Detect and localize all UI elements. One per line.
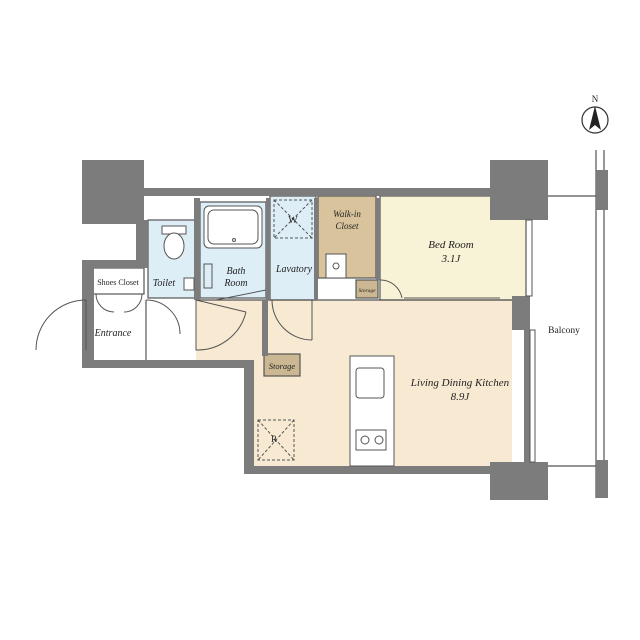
walls xyxy=(82,160,548,500)
label-bath-2: Room xyxy=(223,278,247,289)
wall-left-upper xyxy=(136,220,148,268)
label-storage-small: Storage xyxy=(358,288,376,294)
balcony-post-top xyxy=(596,170,608,210)
label-storage-hall: Storage xyxy=(269,361,296,371)
label-bath-1: Bath xyxy=(227,266,246,277)
storage-small-outline xyxy=(355,279,379,299)
label-ldk-size: 8.9J xyxy=(451,391,471,403)
entrance-step-arc xyxy=(145,299,181,335)
wall-shoes-top xyxy=(82,260,148,268)
label-fridge: R xyxy=(271,434,277,444)
room-labels: Shoes Closet Entrance Toilet Bath Room L… xyxy=(94,209,580,444)
bathtub-inner xyxy=(207,209,259,245)
balcony-window-bed xyxy=(525,219,533,297)
column-top-right xyxy=(490,160,548,220)
shoes-closet-doors xyxy=(95,293,143,313)
label-entrance: Entrance xyxy=(94,328,132,339)
fixtures xyxy=(161,199,395,467)
label-bed-room-size: 3.1J xyxy=(441,253,462,265)
label-wic-2: Closet xyxy=(335,221,359,231)
label-toilet: Toilet xyxy=(153,278,176,289)
wall-toilet-bath xyxy=(194,198,200,300)
label-washer: W xyxy=(288,215,298,226)
balcony-window-ldk xyxy=(529,329,536,463)
wall-right-ldk xyxy=(524,330,530,466)
wall-lav-wic xyxy=(314,198,318,300)
fridge-space xyxy=(257,419,295,461)
washer-diag-2 xyxy=(273,199,313,239)
wall-ldk-left xyxy=(244,360,254,472)
kitchen-sink xyxy=(355,367,385,399)
bathtub xyxy=(203,205,263,249)
label-balcony: Balcony xyxy=(548,326,580,336)
bath-door-swing xyxy=(215,289,267,301)
compass-label: N xyxy=(592,94,599,104)
wall-top xyxy=(140,188,496,196)
column-mid-right xyxy=(512,296,530,330)
compass: N xyxy=(581,94,609,134)
lavatory-sink xyxy=(325,253,347,279)
doors xyxy=(35,279,500,351)
lavatory-floor xyxy=(270,196,316,300)
entrance-door-swing xyxy=(35,299,87,351)
wall-bottom xyxy=(244,466,532,474)
kitchen-counter xyxy=(349,355,395,467)
balcony-post-bottom xyxy=(596,460,608,498)
wall-entrance-bottom xyxy=(82,360,252,368)
stove-burner-left xyxy=(360,435,370,445)
lavatory-door-swing xyxy=(271,299,313,341)
storage-hall-outline xyxy=(263,353,301,377)
label-lavatory: Lavatory xyxy=(275,264,313,275)
storage-hall-floor xyxy=(264,354,300,376)
storage-small-floor xyxy=(356,280,378,298)
north-arrow-icon xyxy=(589,106,601,130)
wall-bath-lav xyxy=(266,198,270,300)
balcony-posts xyxy=(596,170,608,498)
washer-space xyxy=(273,199,313,239)
bath-faucet xyxy=(203,263,213,289)
wall-storage-hall xyxy=(262,300,268,356)
label-bed-room: Bed Room xyxy=(428,239,474,251)
bedroom-door-swing xyxy=(379,279,403,299)
label-shoes-closet: Shoes Closet xyxy=(97,278,139,287)
stove xyxy=(355,429,387,451)
bath-drain xyxy=(232,238,236,242)
toilet-paper xyxy=(183,277,195,291)
toilet-bowl xyxy=(163,232,185,260)
fridge-diag-2 xyxy=(257,419,295,461)
column-top-left xyxy=(82,160,144,224)
lavatory-sink-drain xyxy=(332,262,340,270)
stove-burner-right xyxy=(374,435,384,445)
label-wic-1: Walk-in xyxy=(333,209,361,219)
wall-wic-bed xyxy=(376,198,380,280)
hall-door-swing xyxy=(195,299,247,351)
label-ldk: Living Dining Kitchen xyxy=(410,377,510,389)
wall-left-outer xyxy=(82,260,94,368)
